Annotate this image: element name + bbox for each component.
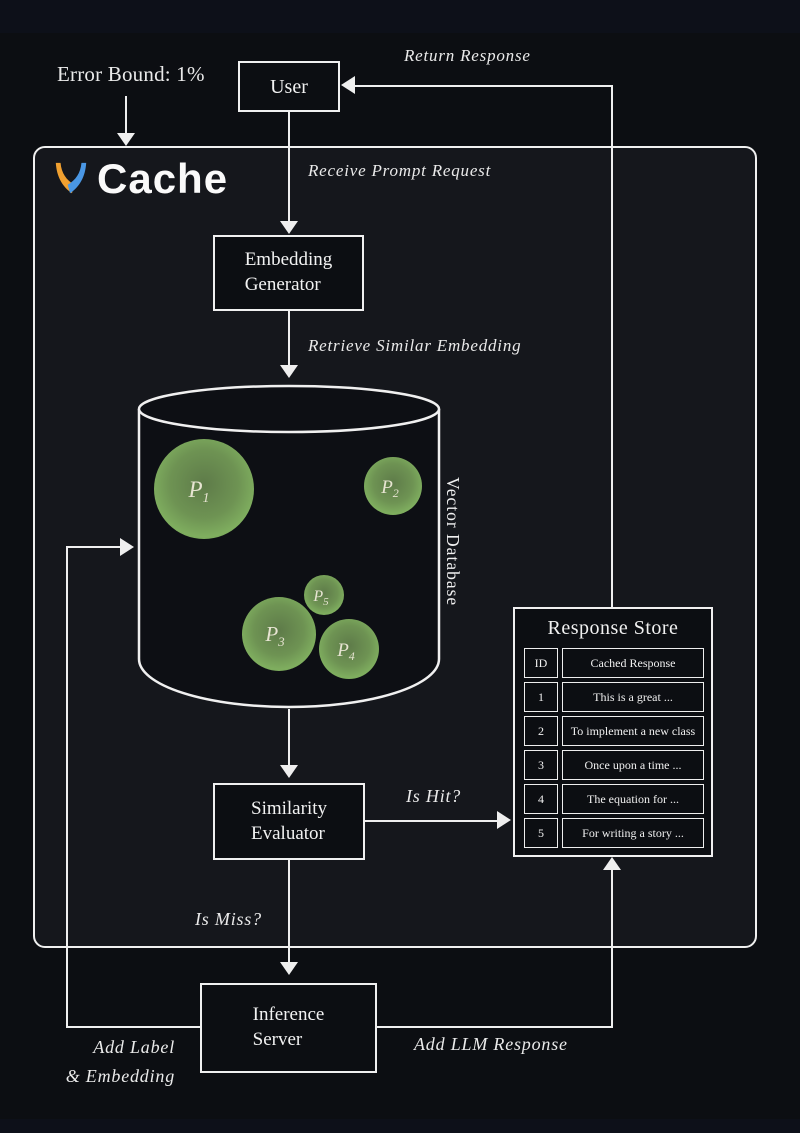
top-background-band [0,0,800,33]
rs-row3-response: Once upon a time ... [562,750,704,780]
vector-point-p4-label: P4 [336,640,355,663]
edge-add-label-horizontal-bottom [66,1026,200,1028]
add-label-embedding-label: Add Label & Embedding [50,1033,175,1091]
arrowhead-retrieve-embedding [280,365,298,378]
rs-row5-id: 5 [524,818,558,848]
rs-header-id: ID [524,648,558,678]
edge-return-response-horizontal [352,85,613,87]
vector-point-p1-label: P1 [187,477,209,506]
return-response-label: Return Response [404,46,531,65]
edge-receive-prompt [288,112,290,224]
arrowhead-is-hit [497,811,511,829]
add-llm-response-label: Add LLM Response [414,1034,568,1054]
edge-is-miss [288,860,290,963]
rs-row4-id: 4 [524,784,558,814]
vector-point-p5 [304,575,344,615]
embedding-generator-label-line2: Generator [244,274,321,295]
logo-text: Cache [97,155,229,202]
arrowhead-receive-prompt [280,221,298,234]
arrowhead-add-label [120,538,134,556]
retrieve-similar-embedding-label: Retrieve Similar Embedding [308,336,522,355]
rs-row1-id: 1 [524,682,558,712]
rs-row2-response: To implement a new class [562,716,704,746]
embedding-generator-node: Embedding Generator [213,235,364,311]
rs-header-response: Cached Response [562,648,704,678]
edge-is-hit [365,820,499,822]
add-label-line1: Add Label [93,1037,175,1057]
rs-row2-id: 2 [524,716,558,746]
vector-point-p2 [364,457,422,515]
vector-point-p4 [319,619,379,679]
inference-server-node: Inference Server [200,983,377,1073]
similarity-evaluator-label-line2: Evaluator [251,822,325,844]
edge-add-llm-horizontal [377,1026,613,1028]
response-store-title: Response Store [547,617,679,639]
arrowhead-db-to-evaluator [280,765,298,778]
embedding-generator-label-line1: Embedding [244,249,333,271]
similarity-evaluator-label-line1: Similarity [251,797,327,819]
edge-db-to-evaluator [288,709,290,767]
is-hit-label: Is Hit? [406,786,462,806]
response-store-table: ID Cached Response 1 This is a great ...… [524,648,704,848]
arrowhead-error-bound [117,133,135,146]
inference-server-label-line1: Inference [252,1004,325,1026]
cylinder-top [137,384,441,434]
edge-error-bound [125,96,127,136]
receive-prompt-request-label: Receive Prompt Request [308,161,492,180]
bottom-background-band [0,1119,800,1133]
vector-point-p1 [154,439,254,539]
rs-row4-response: The equation for ... [562,784,704,814]
vector-database-label: Vector Database [443,477,463,607]
edge-add-llm-vertical [611,866,613,1028]
vector-point-p5-label: P5 [312,588,329,608]
is-miss-label: Is Miss? [195,909,262,929]
vector-database-cylinder: P1 P2 P3 P4 P5 [137,384,441,709]
rs-row1-response: This is a great ... [562,682,704,712]
response-store-node: Response Store ID Cached Response 1 This… [513,607,713,857]
edge-add-label-horizontal-top [66,546,122,548]
edge-return-response-vertical [611,86,613,607]
arrowhead-add-llm [603,857,621,870]
error-bound-label: Error Bound: 1% [57,62,205,86]
vector-point-p2-label: P2 [380,477,399,500]
rs-row3-id: 3 [524,750,558,780]
rs-row5-response: For writing a story ... [562,818,704,848]
similarity-evaluator-node: Similarity Evaluator [213,783,365,860]
edge-retrieve-embedding [288,311,290,367]
arrowhead-is-miss [280,962,298,975]
vcache-logo: Cache [52,157,228,201]
vector-point-p3-label: P3 [264,622,285,649]
add-label-line2: & Embedding [65,1066,175,1086]
vector-point-p3 [242,597,316,671]
inference-server-label-line2: Server [252,1029,303,1050]
user-node-label: User [270,75,308,98]
v-logo-icon [55,162,87,194]
edge-add-label-vertical [66,546,68,1028]
arrowhead-return-response [341,76,355,94]
user-node: User [238,61,340,112]
